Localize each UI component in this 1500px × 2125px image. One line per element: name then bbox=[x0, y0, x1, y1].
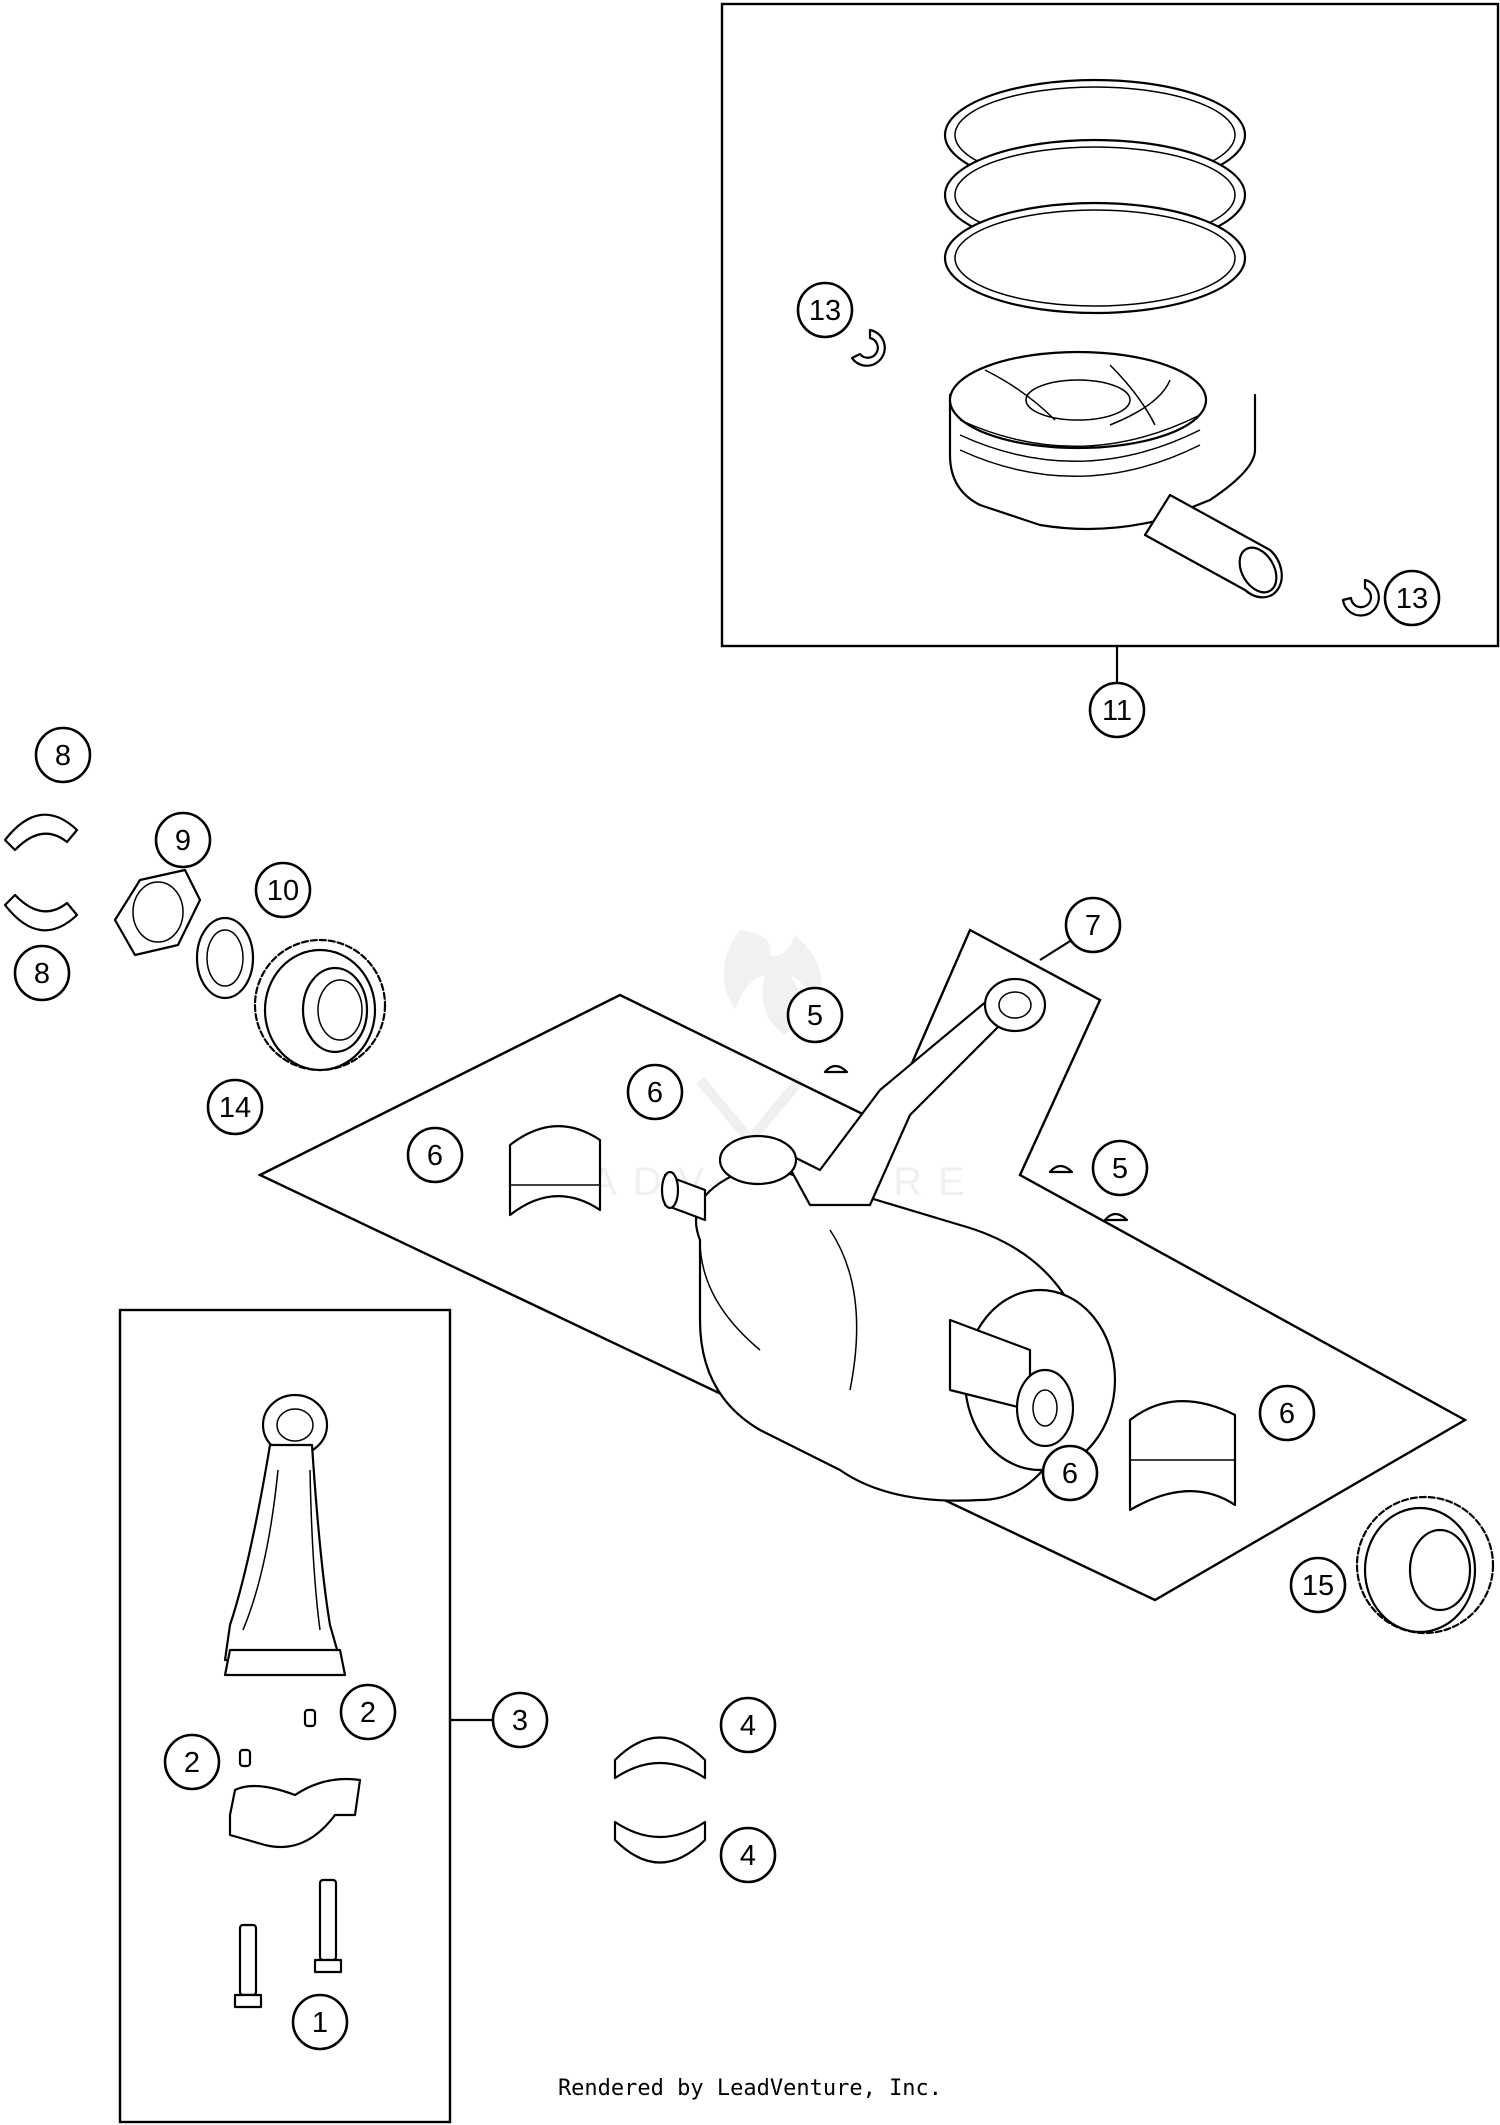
callout-5b-label: 5 bbox=[1112, 1153, 1128, 1185]
callout-5a-label: 5 bbox=[807, 1000, 823, 1032]
callout-13a[interactable]: 13 bbox=[796, 281, 854, 339]
callout-10[interactable]: 10 bbox=[254, 861, 312, 919]
woodruff-key-mid bbox=[1048, 1164, 1074, 1174]
callout-1[interactable]: 1 bbox=[291, 1993, 349, 2051]
callout-6d[interactable]: 6 bbox=[1041, 1444, 1099, 1502]
callout-2a[interactable]: 2 bbox=[339, 1683, 397, 1741]
rod-cap bbox=[228, 1777, 362, 1849]
callout-8b-label: 8 bbox=[34, 958, 50, 990]
bearing-shell-8-bottom bbox=[3, 893, 79, 932]
callout-4a[interactable]: 4 bbox=[719, 1696, 777, 1754]
callout-6c[interactable]: 6 bbox=[1258, 1384, 1316, 1442]
circlip-left bbox=[850, 328, 886, 367]
callout-11-label: 11 bbox=[1102, 695, 1132, 727]
washer bbox=[195, 916, 255, 1000]
callout-8a[interactable]: 8 bbox=[34, 726, 92, 784]
main-bearing-6-upper bbox=[508, 1125, 602, 1217]
callout-13b[interactable]: 13 bbox=[1383, 569, 1441, 627]
callout-2b[interactable]: 2 bbox=[163, 1733, 221, 1791]
conrod-bearing-upper bbox=[613, 1736, 707, 1780]
callout-6c-label: 6 bbox=[1279, 1398, 1295, 1430]
hex-nut bbox=[113, 868, 202, 957]
callout-15-label: 15 bbox=[1302, 1570, 1334, 1602]
main-bearing-6-lower bbox=[1128, 1400, 1237, 1512]
crankshaft-kit-frame bbox=[257, 928, 1468, 1602]
callout-1-label: 1 bbox=[312, 2007, 328, 2039]
gear-14 bbox=[253, 938, 387, 1072]
piston-pin bbox=[1143, 493, 1283, 599]
callout-9-label: 9 bbox=[175, 825, 191, 857]
rod-bolt-left bbox=[233, 1923, 263, 2009]
conrod-bearing-lower bbox=[613, 1820, 707, 1864]
callout-14-label: 14 bbox=[219, 1092, 251, 1124]
callout-6d-label: 6 bbox=[1062, 1458, 1078, 1490]
render-credit: Rendered by LeadVenture, Inc. bbox=[557, 2076, 943, 2101]
dowel-pin-b bbox=[238, 1748, 252, 1768]
woodruff-key-upper bbox=[823, 1064, 849, 1074]
callout-11[interactable]: 11 bbox=[1088, 681, 1146, 739]
callout-6a[interactable]: 6 bbox=[626, 1063, 684, 1121]
callout-13b-label: 13 bbox=[1396, 583, 1428, 615]
callout-5a[interactable]: 5 bbox=[786, 986, 844, 1044]
callout-8a-label: 8 bbox=[55, 740, 71, 772]
callout-2a-label: 2 bbox=[360, 1697, 376, 1729]
callout-3-label: 3 bbox=[512, 1705, 528, 1737]
piston-rings bbox=[943, 78, 1247, 315]
callout-4b[interactable]: 4 bbox=[719, 1826, 777, 1884]
circlip-right bbox=[1341, 578, 1380, 617]
gear-15 bbox=[1355, 1495, 1495, 1635]
callout-8b[interactable]: 8 bbox=[13, 944, 71, 1002]
piston bbox=[948, 350, 1257, 531]
piston-kit-frame bbox=[720, 2, 1500, 648]
callout-3[interactable]: 3 bbox=[491, 1691, 549, 1749]
callout-7[interactable]: 7 bbox=[1064, 896, 1122, 954]
connecting-rod bbox=[223, 1393, 347, 1677]
callout-9[interactable]: 9 bbox=[154, 811, 212, 869]
crankshaft bbox=[660, 977, 1117, 1502]
rod-bolt-right bbox=[313, 1878, 343, 1974]
leader-7 bbox=[1039, 937, 1076, 961]
callout-14[interactable]: 14 bbox=[206, 1078, 264, 1136]
callout-15[interactable]: 15 bbox=[1289, 1556, 1347, 1614]
callout-7-label: 7 bbox=[1085, 910, 1101, 942]
callout-4a-label: 4 bbox=[740, 1710, 756, 1742]
callout-2b-label: 2 bbox=[184, 1747, 200, 1779]
dowel-pin-a bbox=[303, 1708, 317, 1728]
woodruff-key-lower bbox=[1103, 1212, 1129, 1222]
callout-6a-label: 6 bbox=[647, 1077, 663, 1109]
callout-4b-label: 4 bbox=[740, 1840, 756, 1872]
bearing-shell-8-top bbox=[3, 813, 79, 852]
callout-6b-label: 6 bbox=[427, 1140, 443, 1172]
callout-10-label: 10 bbox=[267, 875, 299, 907]
conrod-kit-frame bbox=[118, 1308, 452, 2124]
callout-5b[interactable]: 5 bbox=[1091, 1139, 1149, 1197]
callout-6b[interactable]: 6 bbox=[406, 1126, 464, 1184]
callout-13a-label: 13 bbox=[809, 295, 841, 327]
